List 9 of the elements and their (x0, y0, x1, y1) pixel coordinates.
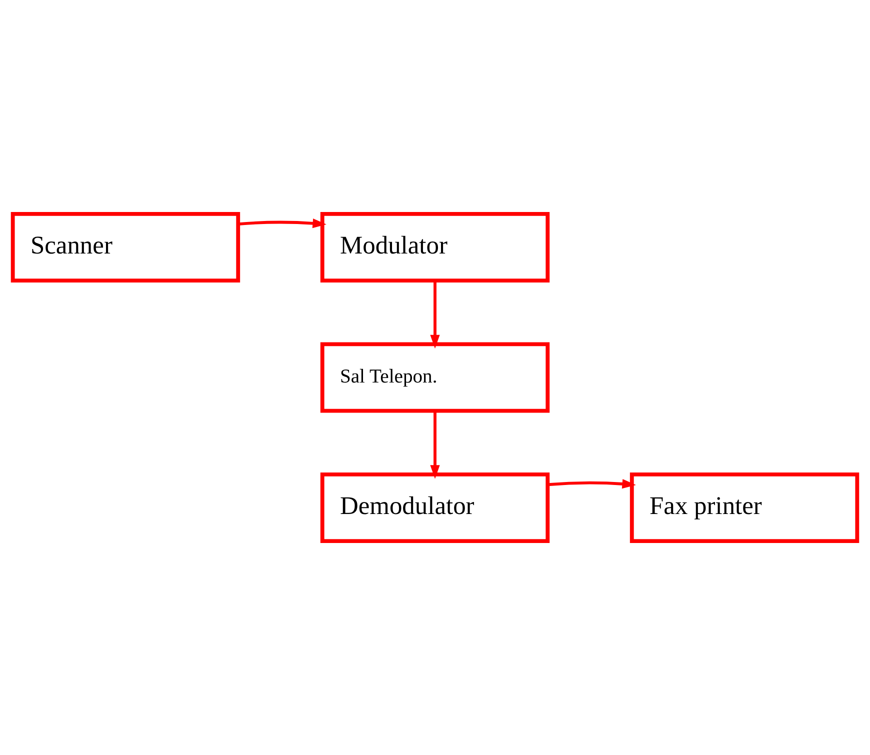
arrow (430, 280, 440, 349)
node-box: Scanner (10, 212, 240, 282)
arrow (430, 410, 440, 479)
arrow (238, 218, 326, 228)
node-box: Demodulator (320, 472, 550, 544)
node-box: Modulator (320, 212, 550, 282)
arrow (548, 479, 636, 489)
node-box: Sal Telepon. (320, 342, 550, 413)
node-box: Fax printer (630, 472, 860, 544)
